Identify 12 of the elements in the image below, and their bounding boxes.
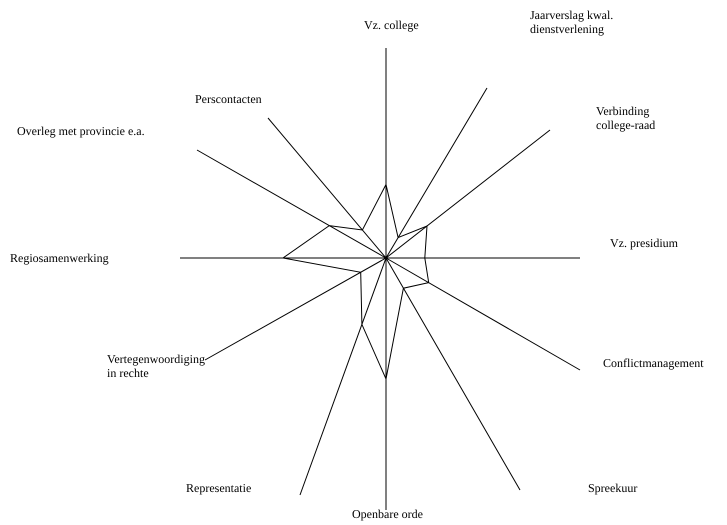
axis-label: Representatie <box>186 481 252 495</box>
axis-label: Spreekuur <box>588 481 638 495</box>
axis-label: Conflictmanagement <box>603 356 705 370</box>
axis-label: Vz. college <box>364 18 420 32</box>
axis-label: Vertegenwoordiging in rechte <box>107 352 206 380</box>
axis-label: Vz. presidium <box>610 236 679 250</box>
axis-label: Openbare orde <box>352 507 424 521</box>
axis-label: Jaarverslag kwal. dienstverlening <box>530 8 614 36</box>
axis-label: Verbinding college-raad <box>596 104 656 132</box>
axis-label: Perscontacten <box>195 92 263 106</box>
axis-label: Overleg met provincie e.a. <box>17 124 146 138</box>
axis-label: Regiosamenwerking <box>10 251 110 265</box>
